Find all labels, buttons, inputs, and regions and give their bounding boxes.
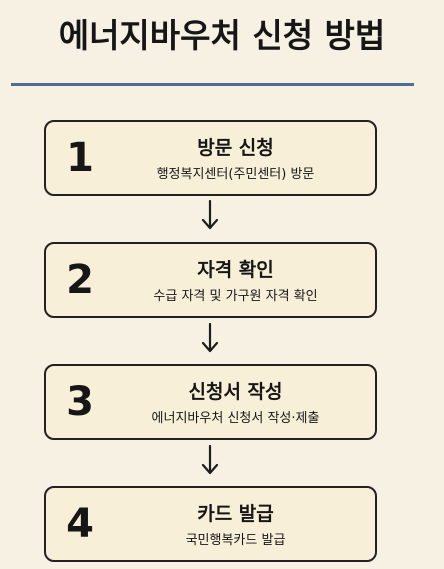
arrow-down-icon: [195, 322, 225, 356]
step-box-1: 1 방문 신청 행정복지센터(주민센터) 방문: [44, 120, 377, 196]
title-divider: [11, 83, 414, 86]
step-number: 2: [66, 257, 94, 303]
arrow-down-icon: [195, 199, 225, 233]
page-title: 에너지바우처 신청 방법: [58, 16, 386, 55]
step-box-4: 4 카드 발급 국민행복카드 발급: [44, 486, 377, 562]
step-subtitle: 행정복지센터(주민센터) 방문: [156, 167, 315, 182]
arrow-down-icon: [195, 444, 225, 478]
step-title: 방문 신청: [197, 137, 274, 159]
step-title: 자격 확인: [197, 259, 274, 281]
step-subtitle: 수급 자격 및 가구원 자격 확인: [153, 289, 318, 304]
step-subtitle: 국민행복카드 발급: [185, 533, 286, 548]
step-box-3: 3 신청서 작성 에너지바우처 신청서 작성·제출: [44, 364, 377, 440]
step-title: 카드 발급: [197, 503, 274, 525]
step-box-2: 2 자격 확인 수급 자격 및 가구원 자격 확인: [44, 242, 377, 318]
step-subtitle: 에너지바우처 신청서 작성·제출: [151, 411, 320, 426]
step-number: 1: [66, 135, 94, 181]
step-number: 3: [66, 379, 94, 425]
step-number: 4: [66, 501, 94, 547]
step-title: 신청서 작성: [188, 381, 283, 403]
